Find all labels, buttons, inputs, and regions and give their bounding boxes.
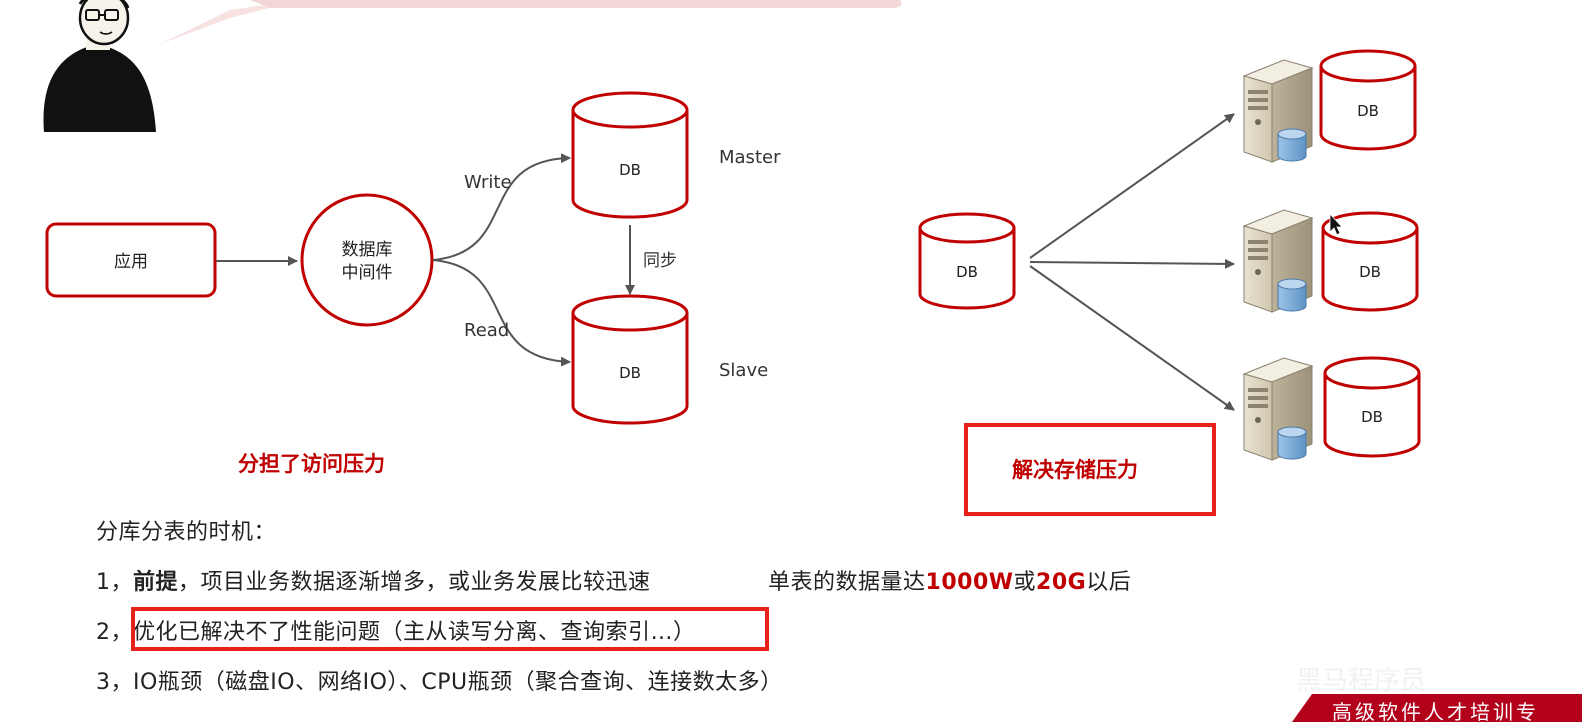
note-item-3-text: IO瓶颈（磁盘IO、网络IO）、CPU瓶颈（聚合查询、连接数太多） [133,670,783,695]
note-item-1-bold: 前提 [133,570,179,595]
slave-db-cylinder [571,294,689,425]
app-box [45,222,217,298]
shard-db-label-3: DB [1361,408,1383,426]
master-label: Master [719,147,781,168]
shard-db-cylinder-2 [1321,211,1419,312]
presenter-avatar [43,0,156,132]
read-label: Read [464,320,509,341]
shard-db-label-2: DB [1359,263,1381,281]
shard-db-label-1: DB [1357,102,1379,120]
speech-bubble [250,0,902,8]
note-item-2: 2，优化已解决不了性能问题（主从读写分离、查询索引…） [96,614,696,646]
right-caption-box [964,423,1216,516]
note-item-1: 1，前提，项目业务数据逐渐增多，或业务发展比较迅速 [96,564,651,596]
note-item-3-prefix: 3， [96,670,133,695]
shard-arrow-2 [1029,258,1235,269]
server-icon [1243,357,1313,461]
read-arrow [432,259,571,367]
middleware-label-line1: 数据库 [342,240,393,260]
middleware-label-line2: 中间件 [342,263,393,283]
watermark: 黑马程序员 [1296,666,1427,696]
slave-label: Slave [719,360,768,381]
threshold-post: 以后 [1086,570,1132,595]
note-item-2-highlight [131,607,769,651]
corner-banner: 高级软件人才培训专 [1292,694,1582,722]
source-db-label: DB [956,263,978,281]
notes-title: 分库分表的时机： [96,520,277,545]
shard-arrow-1 [1029,113,1235,259]
note-item-1-threshold: 单表的数据量达1000W或20G以后 [768,564,1131,596]
note-item-3: 3，IO瓶颈（磁盘IO、网络IO）、CPU瓶颈（聚合查询、连接数太多） [96,664,783,696]
corner-banner-text: 高级软件人才培训专 [1332,700,1539,722]
left-caption: 分担了访问压力 [238,452,385,476]
note-item-2-text: 优化已解决不了性能问题（主从读写分离、查询索引…） [133,620,696,645]
note-item-1-text: ，项目业务数据逐渐增多，或业务发展比较迅速 [178,570,651,595]
threshold-or: 或 [1013,570,1037,595]
slave-db-label: DB [619,364,641,382]
server-icon [1243,209,1313,313]
threshold-size: 20G [1036,570,1087,595]
master-db-label: DB [619,161,641,179]
source-db-cylinder [918,212,1016,310]
app-label: 应用 [114,252,148,272]
write-label: Write [464,172,512,193]
master-db-cylinder [571,91,689,219]
sync-label: 同步 [643,251,677,271]
shard-db-cylinder-3 [1323,356,1421,458]
threshold-pre: 单表的数据量达 [768,570,926,595]
mouse-cursor-icon [1329,212,1343,236]
shard-db-cylinder-1 [1319,49,1417,151]
note-item-1-prefix: 1， [96,570,133,595]
server-icon [1243,59,1313,163]
threshold-rows: 1000W [925,570,1014,595]
middleware-circle [300,193,434,327]
right-caption: 解决存储压力 [1012,458,1138,482]
shard-arrow-3 [1029,265,1235,411]
note-item-2-prefix: 2， [96,620,133,645]
write-arrow [432,153,571,261]
